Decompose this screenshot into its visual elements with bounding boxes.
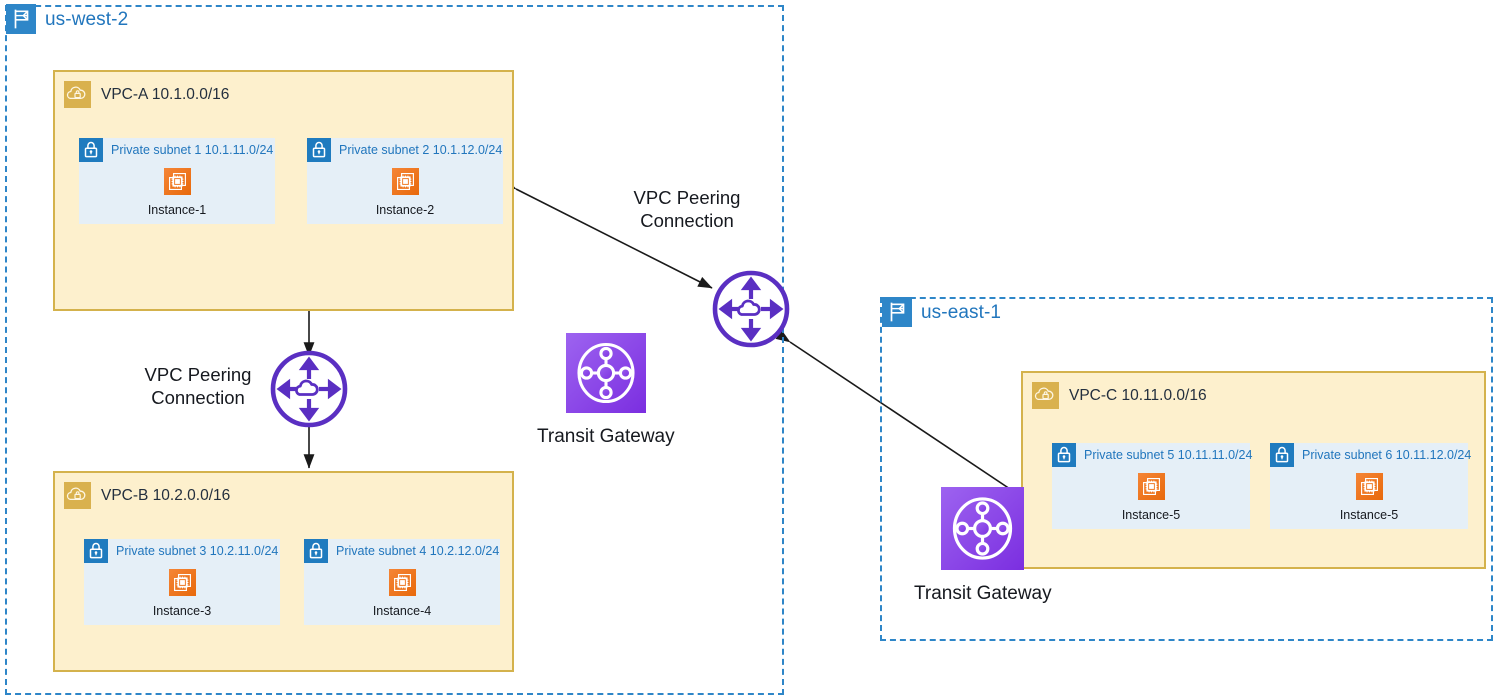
- private-subnet-lock-icon: [84, 539, 108, 563]
- private-subnet-1-container: Private subnet 1 10.1.11.0/24: [79, 138, 275, 224]
- instance-2-group: Instance-2: [307, 168, 503, 217]
- private-subnet-lock-icon: [1052, 443, 1076, 467]
- vpc-peering-node-cross-region[interactable]: [711, 269, 791, 349]
- private-subnet-5-label: Private subnet 5 10.11.11.0/24: [1084, 447, 1253, 462]
- vpc-c-header: VPC-C 10.11.0.0/16: [1032, 382, 1207, 409]
- region-header-us-west-2: us-west-2: [6, 4, 128, 34]
- private-subnet-3-label: Private subnet 3 10.2.11.0/24: [116, 543, 279, 558]
- instance-4-label: Instance-4: [372, 604, 432, 618]
- region-us-west-2: us-west-2 VPC-A 10.1.0.0/16: [5, 4, 784, 695]
- private-subnet-2-label: Private subnet 2 10.1.12.0/24: [339, 142, 503, 157]
- vpc-c-container: VPC-C 10.11.0.0/16 Private subnet 5: [1021, 371, 1486, 569]
- instance-1-group: Instance-1: [79, 168, 275, 217]
- private-subnet-6-label: Private subnet 6 10.11.12.0/24: [1302, 447, 1472, 462]
- instance-5a-label: Instance-5: [1121, 508, 1181, 522]
- private-subnet-4-header: Private subnet 4 10.2.12.0/24: [304, 539, 499, 563]
- vpc-peering-label-cross-region: VPC Peering Connection: [633, 187, 741, 232]
- vpc-a-label: VPC-A 10.1.0.0/16: [101, 85, 230, 103]
- private-subnet-3-container: Private subnet 3 10.2.11.0/24: [84, 539, 280, 625]
- private-subnet-lock-icon: [1270, 443, 1294, 467]
- region-us-east-1: us-east-1 VPC-C 10.11.0.0/16: [880, 297, 1493, 641]
- vpc-c-label: VPC-C 10.11.0.0/16: [1069, 386, 1207, 404]
- vpc-b-label: VPC-B 10.2.0.0/16: [101, 486, 231, 504]
- ec2-instance-icon: [1355, 473, 1383, 500]
- instance-4-group: Instance-4: [304, 569, 500, 618]
- private-subnet-5-container: Private subnet 5 10.11.11.0/24: [1052, 443, 1252, 529]
- instance-1-label: Instance-1: [147, 203, 207, 217]
- vpc-peering-icon: [270, 350, 348, 428]
- transit-gateway-west-label: Transit Gateway: [537, 426, 675, 447]
- transit-gateway-east[interactable]: Transit Gateway: [914, 487, 1052, 603]
- private-subnet-2-container: Private subnet 2 10.1.12.0/24: [307, 138, 503, 224]
- ec2-instance-icon: [163, 168, 191, 195]
- instance-2-label: Instance-2: [375, 203, 435, 217]
- transit-gateway-east-label: Transit Gateway: [914, 583, 1052, 604]
- region-label-us-west-2: us-west-2: [45, 8, 129, 30]
- instance-5b-label: Instance-5: [1339, 508, 1399, 522]
- instance-3-group: Instance-3: [84, 569, 280, 618]
- private-subnet-6-header: Private subnet 6 10.11.12.0/24: [1270, 443, 1471, 467]
- transit-gateway-icon: [565, 333, 646, 418]
- private-subnet-6-container: Private subnet 6 10.11.12.0/24: [1270, 443, 1471, 529]
- instance-5b-group: Instance-5: [1270, 473, 1468, 522]
- private-subnet-lock-icon: [79, 138, 103, 162]
- vpc-peering-node-ab[interactable]: [269, 349, 349, 429]
- private-subnet-5-header: Private subnet 5 10.11.11.0/24: [1052, 443, 1252, 467]
- private-subnet-4-container: Private subnet 4 10.2.12.0/24: [304, 539, 500, 625]
- private-subnet-2-header: Private subnet 2 10.1.12.0/24: [307, 138, 502, 162]
- vpc-b-header: VPC-B 10.2.0.0/16: [64, 482, 230, 509]
- ec2-instance-icon: [168, 569, 196, 596]
- instance-3-label: Instance-3: [152, 604, 212, 618]
- private-subnet-1-label: Private subnet 1 10.1.11.0/24: [111, 142, 274, 157]
- ec2-instance-icon: [388, 569, 416, 596]
- vpc-peering-label-ab: VPC Peering Connection: [144, 364, 252, 409]
- ec2-instance-icon: [391, 168, 419, 195]
- ec2-instance-icon: [1137, 473, 1165, 500]
- private-subnet-3-header: Private subnet 3 10.2.11.0/24: [84, 539, 278, 563]
- instance-5a-group: Instance-5: [1052, 473, 1250, 522]
- vpc-b-container: VPC-B 10.2.0.0/16 Private subnet 3 1: [53, 471, 514, 672]
- region-header-us-east-1: us-east-1: [882, 297, 1001, 327]
- private-subnet-lock-icon: [307, 138, 331, 162]
- vpc-a-header: VPC-A 10.1.0.0/16: [64, 81, 229, 108]
- transit-gateway-west[interactable]: Transit Gateway: [537, 333, 675, 446]
- region-flag-icon: [6, 4, 36, 34]
- region-label-us-east-1: us-east-1: [921, 301, 1002, 323]
- private-subnet-4-label: Private subnet 4 10.2.12.0/24: [336, 543, 500, 558]
- vpc-peering-icon: [712, 270, 790, 348]
- private-subnet-1-header: Private subnet 1 10.1.11.0/24: [79, 138, 273, 162]
- transit-gateway-icon: [941, 487, 1025, 575]
- vpc-cloud-lock-icon: [64, 81, 91, 108]
- region-flag-icon: [882, 297, 912, 327]
- vpc-cloud-lock-icon: [1032, 382, 1059, 409]
- vpc-cloud-lock-icon: [64, 482, 91, 509]
- vpc-a-container: VPC-A 10.1.0.0/16 Private subnet 1 1: [53, 70, 514, 311]
- private-subnet-lock-icon: [304, 539, 328, 563]
